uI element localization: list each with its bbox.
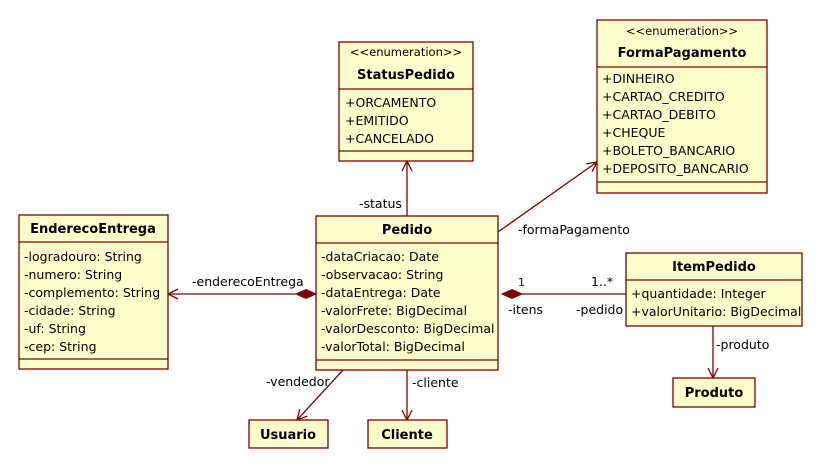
class-endereco-entrega[interactable]: EnderecoEntrega -logradouro: String -num…: [18, 214, 169, 370]
association-endereco-entrega: -enderecoEntrega: [166, 274, 318, 300]
class-pedido[interactable]: Pedido -dataCriacao: Date -observacao: S…: [315, 215, 499, 371]
association-pedido-role: -pedido: [576, 302, 623, 317]
class-endereco-entrega-name: EnderecoEntrega: [30, 222, 156, 237]
class-item-pedido-name: ItemPedido: [672, 260, 756, 275]
composition-diamond-endereco: [294, 288, 318, 300]
enum-value: +ORCAMENTO: [345, 95, 436, 110]
attribute: -complemento: String: [24, 285, 160, 300]
class-cliente[interactable]: Cliente: [367, 419, 448, 449]
association-itens-mult-item: 1..*: [591, 274, 613, 289]
attribute: -dataCriacao: Date: [321, 249, 439, 264]
class-forma-pagamento-name: FormaPagamento: [618, 46, 747, 61]
enum-value: +CARTAO_CREDITO: [602, 89, 725, 104]
association-forma-pagamento: -formaPagamento: [497, 161, 630, 237]
class-forma-pagamento-stereotype: <<enumeration>>: [626, 24, 738, 38]
attribute: -numero: String: [24, 267, 122, 282]
enum-value: +CANCELADO: [345, 131, 434, 146]
attribute: -valorDesconto: BigDecimal: [321, 321, 494, 336]
enum-value: +DEPOSITO_BANCARIO: [602, 161, 749, 176]
association-endereco-entrega-role: -enderecoEntrega: [192, 274, 304, 289]
enum-value: +DINHEIRO: [602, 71, 675, 86]
association-produto-role: -produto: [716, 337, 769, 352]
attribute: -cep: String: [24, 339, 97, 354]
class-status-pedido[interactable]: <<enumeration>> StatusPedido +ORCAMENTO …: [338, 41, 474, 162]
class-usuario[interactable]: Usuario: [248, 419, 329, 449]
association-itens-mult-pedido: 1: [518, 276, 525, 289]
class-cliente-name: Cliente: [381, 428, 433, 443]
association-vendedor: -vendedor: [266, 369, 344, 422]
class-usuario-name: Usuario: [260, 428, 316, 443]
association-status-role: -status: [359, 196, 402, 211]
association-forma-pagamento-role: -formaPagamento: [518, 222, 630, 237]
association-itens-role: -itens: [508, 302, 543, 317]
class-produto-name: Produto: [685, 386, 744, 401]
class-status-pedido-name: StatusPedido: [357, 68, 455, 83]
association-status: -status: [359, 159, 413, 216]
association-vendedor-line: [296, 369, 344, 421]
enum-value: +EMITIDO: [345, 113, 409, 128]
association-itens: 1 1..* -itens -pedido: [500, 274, 626, 317]
enum-value: +CARTAO_DEBITO: [602, 107, 716, 122]
association-cliente: -cliente: [401, 370, 459, 422]
attribute: -valorFrete: BigDecimal: [321, 303, 467, 318]
class-forma-pagamento[interactable]: <<enumeration>> FormaPagamento +DINHEIRO…: [596, 19, 768, 194]
association-vendedor-role: -vendedor: [266, 374, 330, 389]
class-item-pedido[interactable]: ItemPedido +quantidade: Integer +valorUn…: [625, 252, 803, 327]
class-pedido-name: Pedido: [382, 223, 432, 238]
enum-value: +BOLETO_BANCARIO: [602, 143, 735, 158]
enum-value: +CHEQUE: [602, 125, 665, 140]
association-cliente-role: -cliente: [412, 375, 459, 390]
association-produto: -produto: [707, 326, 769, 380]
attribute: -logradouro: String: [24, 249, 142, 264]
attribute: -observacao: String: [321, 267, 443, 282]
composition-diamond-itens: [500, 288, 524, 300]
attribute: -cidade: String: [24, 303, 116, 318]
association-forma-pagamento-line: [497, 161, 598, 233]
attribute: -valorTotal: BigDecimal: [321, 339, 465, 354]
attribute: -dataEntrega: Date: [321, 285, 441, 300]
class-produto[interactable]: Produto: [672, 377, 756, 408]
class-status-pedido-stereotype: <<enumeration>>: [350, 45, 462, 59]
attribute: +valorUnitario: BigDecimal: [631, 304, 801, 319]
attribute: -uf: String: [24, 321, 86, 336]
attribute: +quantidade: Integer: [631, 286, 767, 301]
